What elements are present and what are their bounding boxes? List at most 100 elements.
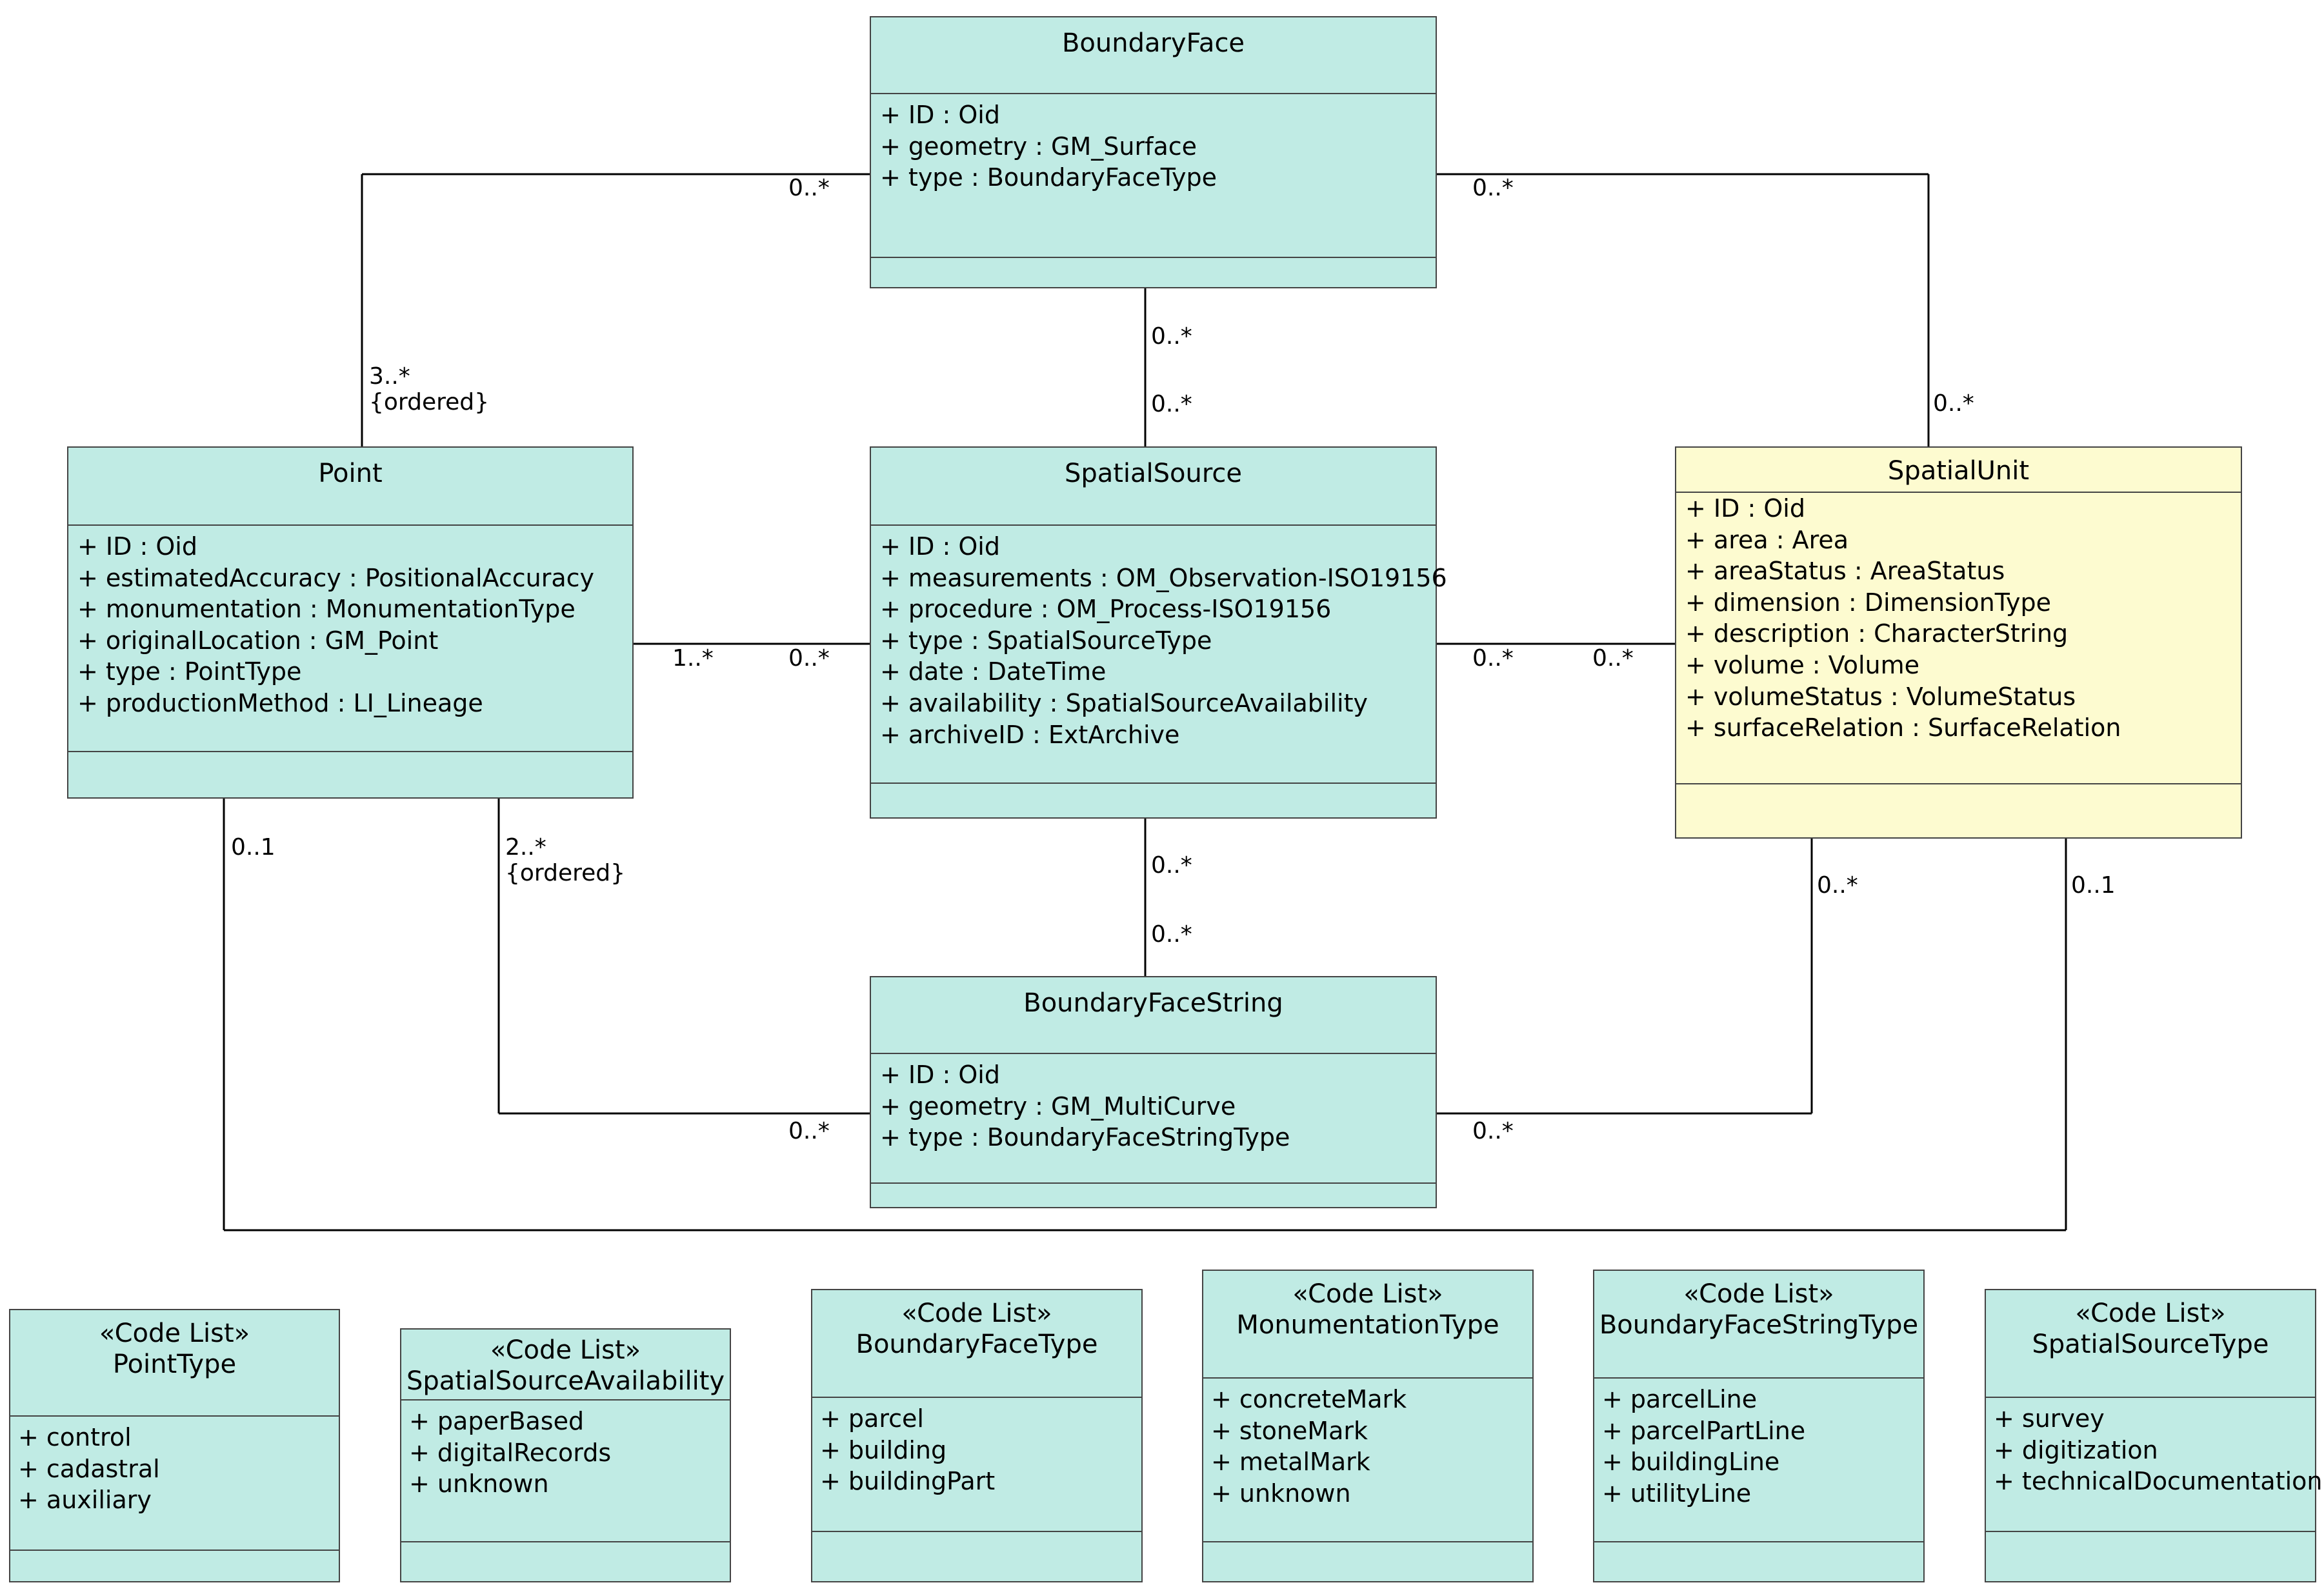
enum-value: + unknown bbox=[1211, 1479, 1351, 1508]
attribute-compartment: + ID : Oid + measurements : OM_Observati… bbox=[871, 526, 1447, 784]
class-name: BoundaryFaceType bbox=[856, 1330, 1098, 1359]
enum-value: + technicalDocumentation bbox=[1994, 1467, 2323, 1496]
attribute: + ID : Oid bbox=[77, 532, 197, 561]
enum-value: + cadastral bbox=[18, 1454, 160, 1483]
multiplicity-label: 0..* bbox=[1472, 175, 1514, 201]
multiplicity-label: 0..* bbox=[1817, 872, 1858, 899]
class-header: «Code List» SpatialSourceType bbox=[1986, 1290, 2315, 1398]
attribute-compartment: + ID : Oid + area : Area + areaStatus : … bbox=[1676, 493, 2241, 784]
class-name: SpatialSourceType bbox=[2032, 1330, 2269, 1359]
multiplicity-label: 0..1 bbox=[231, 834, 275, 861]
multiplicity-label: 0..* bbox=[1151, 323, 1192, 350]
value-compartment: + parcelLine + parcelPartLine + building… bbox=[1594, 1379, 1923, 1542]
class-header: SpatialUnit bbox=[1676, 448, 2241, 493]
codelist-boundaryfacestringtype[interactable]: «Code List» BoundaryFaceStringType + par… bbox=[1593, 1270, 1925, 1582]
codelist-pointtype[interactable]: «Code List» PointType + control + cadast… bbox=[9, 1309, 340, 1582]
class-name: PointType bbox=[112, 1350, 237, 1379]
class-header: BoundaryFace bbox=[871, 17, 1436, 94]
codelist-boundaryfacetype[interactable]: «Code List» BoundaryFaceType + parcel + … bbox=[811, 1289, 1143, 1582]
stereotype-label: «Code List» bbox=[1683, 1279, 1834, 1309]
stereotype-label: «Code List» bbox=[99, 1319, 250, 1348]
class-header: «Code List» PointType bbox=[10, 1310, 339, 1417]
attribute-compartment: + ID : Oid + estimatedAccuracy : Positio… bbox=[68, 526, 632, 752]
multiplicity-label: 3..* {ordered} bbox=[369, 363, 490, 415]
class-boundaryface[interactable]: BoundaryFace + ID : Oid + geometry : GM_… bbox=[870, 16, 1437, 288]
value-compartment: + paperBased + digitalRecords + unknown bbox=[401, 1401, 730, 1542]
stereotype-label: «Code List» bbox=[1292, 1279, 1443, 1309]
enum-value: + utilityLine bbox=[1602, 1479, 1752, 1508]
stereotype-label: «Code List» bbox=[901, 1299, 1052, 1328]
class-name: MonumentationType bbox=[1236, 1310, 1499, 1340]
enum-value: + paperBased bbox=[409, 1407, 585, 1435]
operation-compartment bbox=[1986, 1532, 2315, 1581]
attribute-compartment: + ID : Oid + geometry : GM_Surface + typ… bbox=[871, 94, 1436, 258]
attribute: + volume : Volume bbox=[1685, 650, 1919, 679]
operation-compartment bbox=[68, 752, 632, 797]
attribute: + geometry : GM_Surface bbox=[880, 132, 1197, 161]
attribute: + monumentation : MonumentationType bbox=[77, 595, 576, 624]
operation-compartment bbox=[1203, 1542, 1532, 1581]
attribute: + measurements : OM_Observation-ISO19156 bbox=[880, 563, 1447, 592]
multiplicity-label: 0..* bbox=[1472, 1118, 1514, 1144]
class-name: BoundaryFaceString bbox=[1023, 988, 1283, 1018]
attribute: + date : DateTime bbox=[880, 657, 1107, 686]
class-spatialunit[interactable]: SpatialUnit + ID : Oid + area : Area + a… bbox=[1675, 446, 2242, 839]
attribute-compartment: + ID : Oid + geometry : GM_MultiCurve + … bbox=[871, 1054, 1436, 1184]
enum-value: + buildingPart bbox=[820, 1467, 996, 1496]
codelist-spatialsourcetype[interactable]: «Code List» SpatialSourceType + survey +… bbox=[1985, 1289, 2323, 1582]
stereotype-label: «Code List» bbox=[2075, 1299, 2226, 1328]
class-header: «Code List» SpatialSourceAvailability bbox=[401, 1330, 730, 1401]
attribute: + geometry : GM_MultiCurve bbox=[880, 1092, 1236, 1121]
class-header: Point bbox=[68, 448, 632, 526]
codelist-spatialsourceavailability[interactable]: «Code List» SpatialSourceAvailability + … bbox=[400, 1328, 731, 1582]
multiplicity-label: 0..* bbox=[1151, 391, 1192, 417]
enum-value: + parcelPartLine bbox=[1602, 1416, 1806, 1445]
attribute: + areaStatus : AreaStatus bbox=[1685, 557, 2005, 586]
attribute: + type : SpatialSourceType bbox=[880, 626, 1212, 655]
enum-value: + parcelLine bbox=[1602, 1385, 1758, 1413]
enum-value: + auxiliary bbox=[18, 1486, 152, 1515]
enum-value: + digitalRecords bbox=[409, 1438, 612, 1467]
codelist-monumentationtype[interactable]: «Code List» MonumentationType + concrete… bbox=[1202, 1270, 1534, 1582]
multiplicity-label: 0..* bbox=[1592, 645, 1634, 672]
stereotype-label: «Code List» bbox=[490, 1335, 641, 1365]
attribute: + ID : Oid bbox=[880, 532, 1000, 561]
attribute: + ID : Oid bbox=[880, 1061, 1000, 1089]
class-header: «Code List» MonumentationType bbox=[1203, 1271, 1532, 1379]
value-compartment: + concreteMark + stoneMark + metalMark +… bbox=[1203, 1379, 1532, 1542]
operation-compartment bbox=[1676, 784, 2241, 837]
class-header: «Code List» BoundaryFaceType bbox=[812, 1290, 1141, 1398]
attribute: + type : BoundaryFaceStringType bbox=[880, 1123, 1290, 1152]
multiplicity-label: 0..* bbox=[788, 175, 830, 201]
enum-value: + concreteMark bbox=[1211, 1385, 1407, 1413]
operation-compartment bbox=[871, 258, 1436, 287]
attribute: + ID : Oid bbox=[880, 101, 1000, 129]
class-name: Point bbox=[318, 459, 383, 488]
attribute: + estimatedAccuracy : PositionalAccuracy bbox=[77, 563, 594, 592]
enum-value: + parcel bbox=[820, 1404, 924, 1433]
multiplicity-label: 2..* {ordered} bbox=[505, 834, 626, 886]
multiplicity-label: 0..1 bbox=[2071, 872, 2116, 899]
enum-value: + control bbox=[18, 1423, 132, 1451]
multiplicity-label: 0..* bbox=[1933, 390, 1974, 417]
attribute: + productionMethod : LI_Lineage bbox=[77, 688, 483, 717]
class-boundaryfacestring[interactable]: BoundaryFaceString + ID : Oid + geometry… bbox=[870, 976, 1437, 1208]
enum-value: + buildingLine bbox=[1602, 1448, 1780, 1477]
multiplicity-label: 1..* bbox=[672, 645, 714, 672]
class-name: SpatialSource bbox=[1064, 459, 1243, 488]
operation-compartment bbox=[871, 1184, 1436, 1207]
enum-value: + survey bbox=[1994, 1404, 2105, 1433]
operation-compartment bbox=[1594, 1542, 1923, 1581]
class-name: SpatialSourceAvailability bbox=[406, 1366, 725, 1396]
multiplicity-label: 0..* bbox=[788, 645, 830, 672]
class-spatialsource[interactable]: SpatialSource + ID : Oid + measurements … bbox=[870, 446, 1447, 819]
enum-value: + metalMark bbox=[1211, 1448, 1370, 1477]
attribute: + surfaceRelation : SurfaceRelation bbox=[1685, 713, 2121, 743]
attribute: + type : PointType bbox=[77, 657, 302, 686]
class-header: BoundaryFaceString bbox=[871, 977, 1436, 1054]
value-compartment: + control + cadastral + auxiliary bbox=[10, 1417, 339, 1551]
multiplicity-label: 0..* bbox=[1472, 645, 1514, 672]
class-header: «Code List» BoundaryFaceStringType bbox=[1594, 1271, 1923, 1379]
class-point[interactable]: Point + ID : Oid + estimatedAccuracy : P… bbox=[67, 446, 634, 799]
